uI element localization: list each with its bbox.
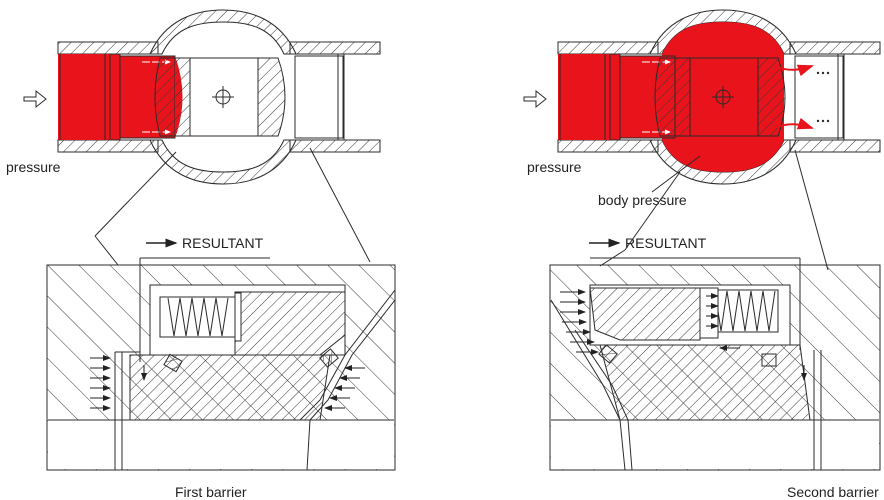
detail-view-first-barrier [46, 257, 396, 471]
detail-view-second-barrier [549, 257, 881, 471]
inlet-arrow-icon-left [23, 89, 47, 109]
pressure-label-right: pressure [527, 159, 582, 175]
body-pressure-leader [651, 155, 701, 193]
resultant-label-left: RESULTANT [182, 235, 264, 251]
body-pressure-label: body pressure [598, 192, 687, 208]
detail-leader-left-a [94, 151, 177, 237]
caption-second-barrier: Second barrier [787, 484, 879, 500]
left-valve-body [57, 9, 381, 185]
right-valve-body [557, 9, 881, 185]
detail-leader-left-b [309, 147, 371, 263]
pressure-zone-upstream-right [558, 54, 610, 140]
pressure-zone-upstream [58, 54, 110, 140]
resultant-label-right: RESULTANT [625, 235, 707, 251]
inlet-arrow-icon-right [523, 89, 547, 109]
ball-right-segment [257, 57, 286, 137]
pressure-label-left: pressure [6, 159, 61, 175]
caption-first-barrier: First barrier [175, 484, 247, 500]
ball-left-segment [154, 57, 191, 137]
